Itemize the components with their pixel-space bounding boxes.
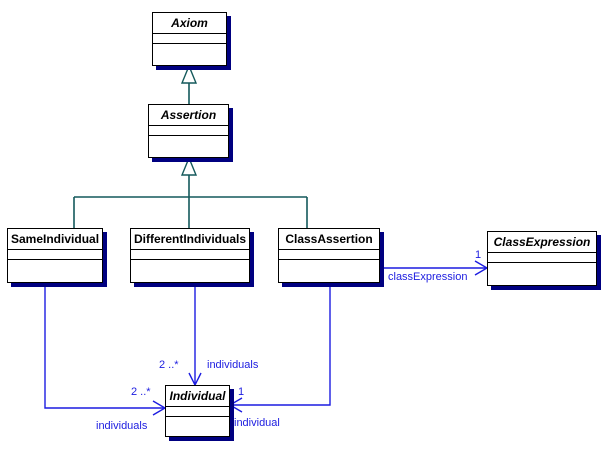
- class-name-classassertion: ClassAssertion: [279, 229, 379, 250]
- association-line: [44, 283, 165, 409]
- association-role-differentindividuals-individuals: individuals: [207, 359, 259, 371]
- association-line: [230, 283, 331, 406]
- association-multiplicity-classexpression: 1: [475, 249, 482, 261]
- class-operations-compartment: [488, 263, 596, 285]
- class-attributes-compartment: [8, 250, 102, 260]
- class-name-sameindividual: SameIndividual: [8, 229, 102, 250]
- class-box-sameindividual[interactable]: SameIndividual: [7, 228, 103, 283]
- class-attributes-compartment: [149, 126, 228, 136]
- class-name-individual: Individual: [166, 386, 229, 407]
- class-box-assertion[interactable]: Assertion: [148, 104, 229, 158]
- class-attributes-compartment: [488, 253, 596, 263]
- class-name-differentindividuals: DifferentIndividuals: [131, 229, 249, 250]
- class-name-classexpression: ClassExpression: [488, 232, 596, 253]
- generalization-fork-to-assertion: [73, 156, 308, 228]
- class-attributes-compartment: [131, 250, 249, 260]
- open-arrowhead-icon: [228, 397, 243, 413]
- association-multiplicity-classassertion-individual: 1: [238, 386, 245, 398]
- class-box-classexpression[interactable]: ClassExpression: [487, 231, 597, 286]
- association-role-classexpression: classExpression: [388, 271, 468, 283]
- class-box-axiom[interactable]: Axiom: [152, 12, 227, 66]
- class-operations-compartment: [131, 260, 249, 282]
- association-multiplicity-sameindividual: 2 ..*: [131, 386, 151, 398]
- association-role-sameindividual-individuals: individuals: [96, 420, 148, 432]
- class-box-individual[interactable]: Individual: [165, 385, 230, 437]
- class-name-axiom: Axiom: [153, 13, 226, 34]
- association-classassertion-individual: [228, 283, 331, 413]
- class-attributes-compartment: [153, 34, 226, 44]
- class-attributes-compartment: [279, 250, 379, 260]
- association-differentindividuals-individual: [188, 283, 202, 387]
- class-box-classassertion[interactable]: ClassAssertion: [278, 228, 380, 283]
- generalization-assertion-to-axiom: [180, 64, 198, 104]
- association-role-classassertion-individual: individual: [234, 417, 280, 429]
- class-attributes-compartment: [166, 407, 229, 417]
- class-operations-compartment: [166, 417, 229, 439]
- generalization-triangle-icon: [180, 156, 198, 176]
- class-box-differentindividuals[interactable]: DifferentIndividuals: [130, 228, 250, 283]
- class-operations-compartment: [153, 44, 226, 66]
- class-operations-compartment: [8, 260, 102, 282]
- association-multiplicity-differentindividuals: 2 ..*: [159, 359, 179, 371]
- class-operations-compartment: [279, 260, 379, 282]
- generalization-triangle-icon: [180, 64, 198, 84]
- class-name-assertion: Assertion: [149, 105, 228, 126]
- class-operations-compartment: [149, 136, 228, 158]
